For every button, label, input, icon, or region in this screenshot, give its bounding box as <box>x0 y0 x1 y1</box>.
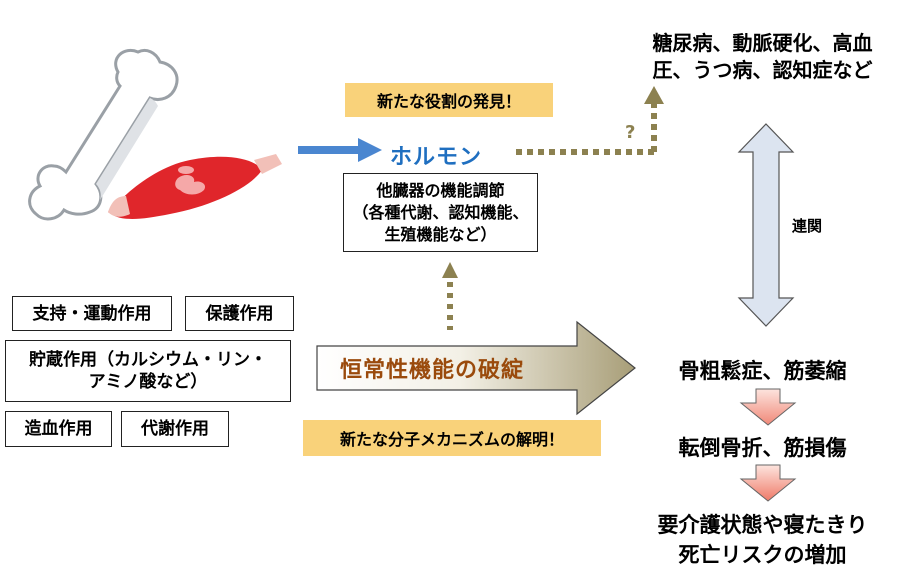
diseases-line1: 糖尿病、動脈硬化、高血 <box>652 31 873 55</box>
outcome-fracture: 転倒骨折、筋損傷 <box>678 436 847 460</box>
discovery-banner: 新たな役割の発見！ <box>345 83 553 117</box>
diseases-line2: 圧、うつ病、認知症など <box>652 58 873 82</box>
outcome-osteoporosis: 骨粗鬆症、筋萎縮 <box>678 359 847 383</box>
correlation-arrow <box>737 123 795 327</box>
discovery-banner-text: 新たな役割の発見！ <box>376 92 521 111</box>
down-arrow-2 <box>739 464 797 502</box>
outcome-care-line1: 要介護状態や寝たきり <box>657 513 868 537</box>
bone-icon <box>28 48 179 221</box>
mechanism-banner: 新たな分子メカニズムの解明！ <box>303 420 601 456</box>
hormone-description-line3: 生殖機能など） <box>384 224 497 244</box>
function-box-hematopoiesis: 造血作用 <box>5 411 112 447</box>
function-box-protection: 保護作用 <box>185 296 294 331</box>
blue-arrow <box>298 138 382 162</box>
outcome-care-mortality: 要介護状態や寝たきり 死亡リスクの増加 <box>620 510 905 570</box>
hormone-description-box: 他臓器の機能調節 （各種代謝、認知機能、 生殖機能など） <box>343 173 538 252</box>
down-arrow-1 <box>739 388 797 426</box>
hormone-label: ホルモン <box>390 145 483 170</box>
mechanism-banner-text: 新たな分子メカニズムの解明！ <box>339 430 564 449</box>
dotted-arrow-to-hormone <box>442 262 458 330</box>
homeostasis-arrow <box>316 320 636 416</box>
muscle-icon <box>108 154 282 219</box>
hormone-description-line2: （各種代謝、認知機能、 <box>352 202 529 222</box>
hormone-description-line1: 他臓器の機能調節 <box>376 180 505 200</box>
diseases-text: 糖尿病、動脈硬化、高血 圧、うつ病、認知症など <box>630 30 895 84</box>
correlation-label: 連関 <box>792 217 823 235</box>
function-box-metabolism: 代謝作用 <box>121 411 229 447</box>
bone-muscle-illustration <box>28 48 282 221</box>
dotted-arrow-to-diseases <box>516 86 664 155</box>
outcome-care-line2: 死亡リスクの増加 <box>678 543 847 567</box>
homeostasis-label: 恒常性機能の破綻 <box>340 358 525 383</box>
function-box-support-movement: 支持・運動作用 <box>12 296 172 331</box>
question-mark: ? <box>625 122 636 143</box>
function-box-storage: 貯蔵作用（カルシウム・リン・ アミノ酸など） <box>5 340 291 402</box>
